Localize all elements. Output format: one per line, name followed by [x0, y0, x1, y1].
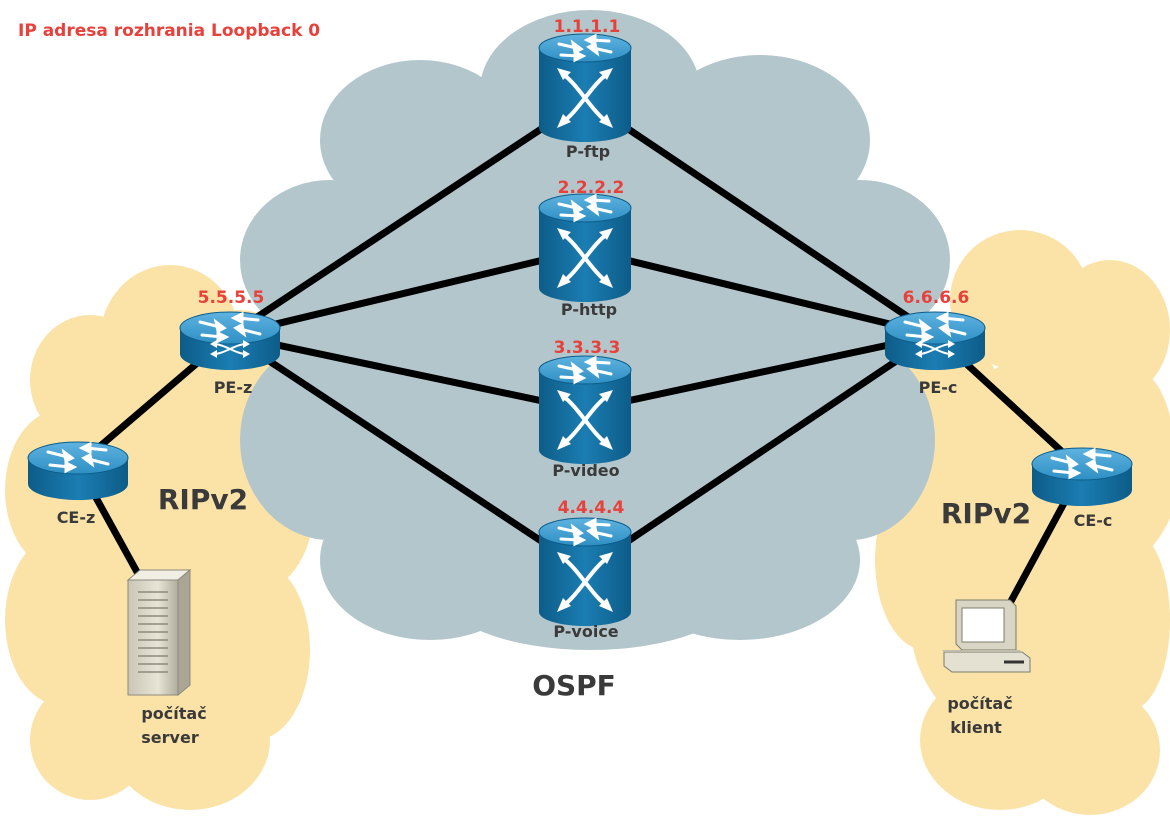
rip-right-label: RIPv2: [941, 497, 1031, 530]
p-video-ip: 3.3.3.3: [554, 338, 621, 358]
client-label-line2: klient: [950, 718, 1002, 737]
pe-z-ip: 5.5.5.5: [198, 288, 265, 308]
link-pec-pftp: [581, 96, 939, 339]
p-http-label: P-http: [561, 300, 617, 319]
p-http-switch-router-icon[interactable]: [537, 192, 633, 304]
pe-c-label: PE-c: [919, 378, 958, 397]
p-video-label: P-video: [552, 461, 619, 480]
p-voice-switch-router-icon[interactable]: [537, 516, 633, 628]
p-video-switch-router-icon[interactable]: [537, 354, 633, 466]
link-pez-pftp: [226, 96, 589, 339]
p-voice-label: P-voice: [553, 622, 618, 641]
ce-c-label: CE-c: [1074, 511, 1113, 530]
link-pec-pvoice: [581, 331, 939, 574]
pe-c-router-icon[interactable]: [885, 312, 985, 370]
ospf-label: OSPF: [532, 669, 616, 702]
link-pec-phttp: [581, 246, 939, 339]
desktop-pc-icon[interactable]: [942, 599, 1031, 673]
link-pez-phttp: [226, 246, 589, 339]
links: [74, 96, 1086, 644]
pe-z-router-icon[interactable]: [180, 312, 280, 370]
ce-z-router-icon[interactable]: [26, 440, 130, 502]
p-ftp-ip: 1.1.1.1: [554, 17, 621, 37]
ce-z-label: CE-z: [57, 508, 96, 527]
client-label-line1: počítač: [947, 694, 1012, 713]
p-voice-ip: 4.4.4.4: [558, 498, 625, 518]
p-ftp-switch-router-icon[interactable]: [537, 32, 633, 144]
pe-z-label: PE-z: [214, 378, 253, 397]
link-pec-pvideo: [581, 331, 939, 414]
link-pez-pvideo: [226, 331, 589, 414]
server-label-line2: server: [141, 728, 199, 747]
rip-left-label: RIPv2: [158, 483, 248, 516]
p-ftp-label: P-ftp: [566, 142, 610, 161]
pe-c-ip: 6.6.6.6: [903, 288, 970, 308]
p-http-ip: 2.2.2.2: [558, 178, 625, 198]
link-pez-pvoice: [226, 331, 589, 574]
legend-text: IP adresa rozhrania Loopback 0: [18, 21, 320, 41]
ce-c-router-icon[interactable]: [1030, 446, 1134, 508]
server-label-line1: počítač: [141, 704, 206, 723]
server-tower-icon[interactable]: [126, 568, 192, 697]
